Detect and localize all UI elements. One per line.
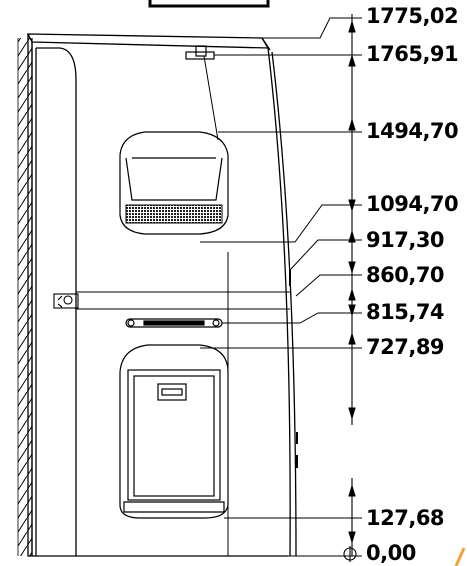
ground-symbol [30, 546, 362, 562]
side-marks [289, 270, 298, 468]
elevation-label-roof: 1765,91 [366, 42, 459, 66]
elevation-label-upper-bottom: 1094,70 [366, 192, 459, 216]
top-bracket [148, 0, 270, 8]
guide-line-upper [203, 55, 219, 141]
upper-compartment [119, 131, 229, 235]
handle [125, 318, 223, 328]
elevation-label-ground: 0,00 [366, 541, 416, 565]
cabinet-body [26, 33, 297, 557]
elevation-label-shelf-upper: 917,30 [366, 228, 445, 252]
lower-compartment [119, 344, 229, 519]
elevation-label-handle: 815,74 [366, 300, 445, 324]
elevation-label-lower-bottom: 127,68 [366, 506, 445, 530]
elevation-label-upper-top: 1494,70 [366, 119, 459, 143]
upper-mesh [125, 204, 223, 224]
accent-mark [454, 547, 466, 566]
top-latch [185, 45, 215, 60]
elevation-label-shelf-mid: 860,70 [366, 263, 445, 287]
elevation-label-top: 1775,02 [366, 4, 459, 28]
wall-hatching [18, 38, 32, 556]
leader-lines [200, 17, 362, 519]
elevation-label-lower-top: 727,89 [366, 335, 445, 359]
shelf-bar [53, 291, 290, 310]
